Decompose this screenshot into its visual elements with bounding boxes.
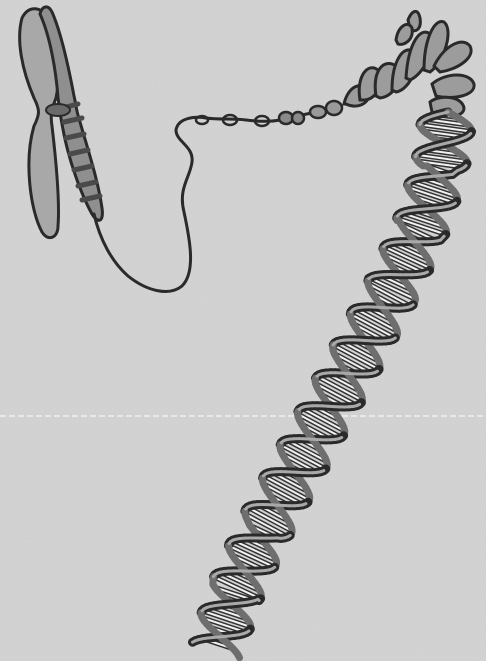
- ribbon-shade-b-segment: [416, 155, 417, 157]
- nucleosome: [326, 101, 342, 115]
- ribbon-shade-b-segment: [202, 609, 204, 611]
- nucleosome: [310, 106, 326, 118]
- ribbon-shade-b-segment: [369, 278, 370, 279]
- ribbon-shade-a-segment: [420, 123, 421, 125]
- nucleosome: [292, 112, 304, 124]
- ribbon-shade-a-segment: [214, 575, 215, 577]
- centromere: [46, 104, 70, 116]
- ribbon-shade-a-segment: [281, 441, 283, 443]
- ribbon-shade-a-segment: [409, 181, 411, 183]
- ribbon-shade-b-segment: [333, 343, 335, 345]
- ribbon-shade-a-segment: [351, 310, 353, 312]
- ribbon-shade-b-segment: [229, 542, 231, 544]
- ribbon-shade-b-segment: [397, 214, 399, 216]
- supercoil-loop: [432, 75, 474, 98]
- ribbon-shade-a-segment: [193, 641, 196, 642]
- ribbon-shade-a-segment: [384, 245, 386, 247]
- backbone-strand-b-segment: [238, 655, 239, 658]
- ribbon-shade-a-segment: [246, 507, 248, 509]
- ribbon-shade-b-segment: [299, 408, 301, 410]
- ribbon-shade-b-segment: [264, 474, 266, 476]
- ribbon-shade-a-segment: [317, 375, 319, 377]
